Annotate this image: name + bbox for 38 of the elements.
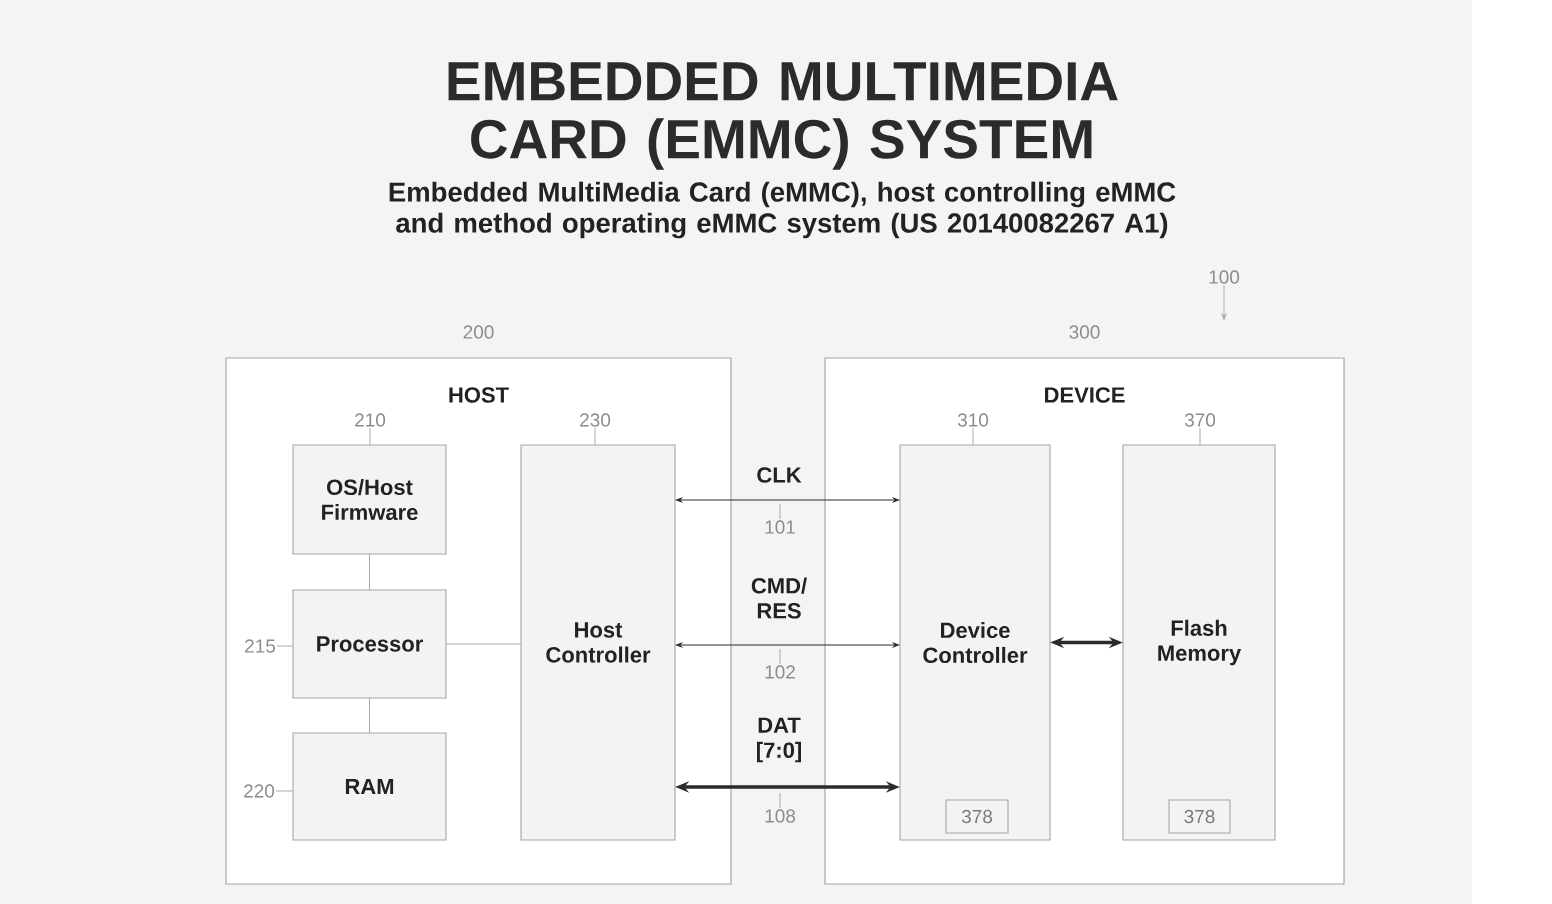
reference-number: 220 — [244, 784, 275, 798]
block-box: RAM — [292, 732, 447, 841]
block-box: Host Controller — [520, 444, 676, 841]
title: EMBEDDED MULTIMEDIA CARD (EMMC) SYSTEM — [448, 62, 1118, 170]
edge-label: CMD/ RES — [751, 577, 807, 619]
leader-line — [369, 427, 371, 446]
connector-line — [369, 553, 370, 591]
leader-line — [276, 645, 294, 647]
reference-number: 210 — [355, 413, 386, 427]
leader-line — [779, 648, 781, 665]
reference-number: 102 — [765, 665, 795, 679]
edge-label: CLK — [757, 467, 802, 483]
reference-number: 370 — [1184, 413, 1216, 427]
connector-line — [445, 643, 522, 645]
reference-number: 101 — [765, 520, 795, 534]
number-box: 378 — [1168, 799, 1231, 834]
reference-number: 100 — [1209, 270, 1240, 284]
block-box: OS/Host Firmware — [292, 444, 447, 555]
leader-line — [779, 792, 781, 809]
leader-line — [972, 427, 974, 446]
block-box: Processor — [292, 589, 447, 699]
reference-number: 200 — [463, 325, 494, 339]
leader-arrow — [1221, 284, 1227, 320]
connector-line — [369, 697, 370, 734]
number-box: 378 — [945, 799, 1009, 834]
leader-line — [594, 427, 596, 446]
double-arrow — [675, 642, 900, 648]
leader-line — [275, 790, 294, 792]
reference-number: 215 — [245, 639, 276, 653]
reference-number: 108 — [765, 809, 796, 823]
double-arrow — [675, 497, 900, 503]
reference-number: 300 — [1069, 325, 1100, 339]
leader-line — [1199, 427, 1201, 446]
edge-label: DAT [7:0] — [757, 717, 801, 763]
reference-number: 310 — [957, 413, 989, 427]
subtitle: Embedded MultiMedia Card (eMMC), host controlling eMMC and method operating eMMC system (US 20140082267 A1) — [389, 181, 1176, 239]
reference-number: 230 — [580, 413, 611, 427]
leader-line — [779, 503, 781, 520]
